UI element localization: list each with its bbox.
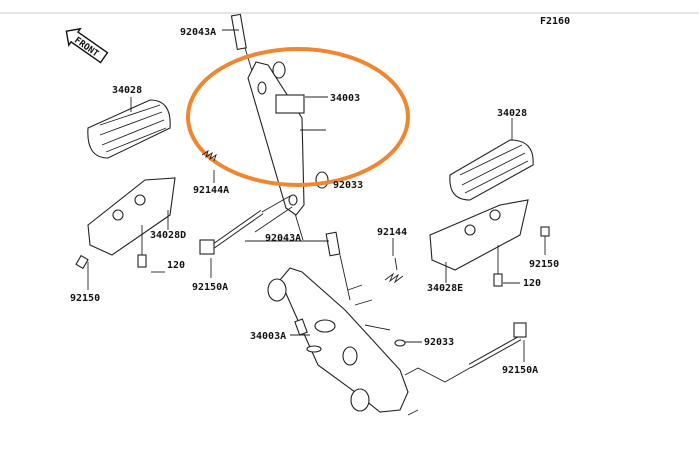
label-34028-right: 34028 bbox=[497, 108, 527, 119]
diagram-code: F2160 bbox=[540, 16, 570, 27]
footpeg-right bbox=[429, 199, 550, 287]
label-34003: 34003 bbox=[330, 93, 360, 104]
label-34028-left: 34028 bbox=[112, 85, 142, 96]
label-92150a-left: 92150A bbox=[192, 282, 228, 293]
leader-lines bbox=[87, 29, 546, 362]
label-34028e: 34028E bbox=[427, 283, 463, 294]
nut-left bbox=[75, 254, 89, 270]
bolt-long-left bbox=[199, 195, 291, 255]
spring-92144a bbox=[201, 149, 217, 162]
label-92033-bottom: 92033 bbox=[424, 337, 454, 348]
label-92150-left: 92150 bbox=[70, 293, 100, 304]
label-92150a-right: 92150A bbox=[502, 365, 538, 376]
label-34003a: 34003A bbox=[250, 331, 286, 342]
bracket-34003 bbox=[230, 13, 329, 241]
front-arrow-icon: FRONT bbox=[65, 27, 109, 64]
spring-92144 bbox=[384, 257, 404, 284]
label-92144: 92144 bbox=[377, 227, 407, 238]
label-92150-right: 92150 bbox=[529, 259, 559, 270]
highlight-circle bbox=[186, 47, 410, 187]
bolt-long-right bbox=[468, 322, 527, 369]
grip-right bbox=[449, 118, 534, 201]
label-92033-top: 92033 bbox=[333, 180, 363, 191]
label-120-right: 120 bbox=[523, 278, 541, 289]
label-92043a-top: 92043A bbox=[180, 27, 216, 38]
bracket-34003a bbox=[267, 267, 476, 416]
grip-left bbox=[87, 97, 171, 159]
label-34028d: 34028D bbox=[150, 230, 186, 241]
footpeg-left bbox=[87, 177, 176, 268]
label-92144a: 92144A bbox=[193, 185, 229, 196]
label-92043a-bottom: 92043A bbox=[265, 233, 301, 244]
label-120-left: 120 bbox=[167, 260, 185, 271]
pin-92043a-lower bbox=[325, 231, 341, 257]
